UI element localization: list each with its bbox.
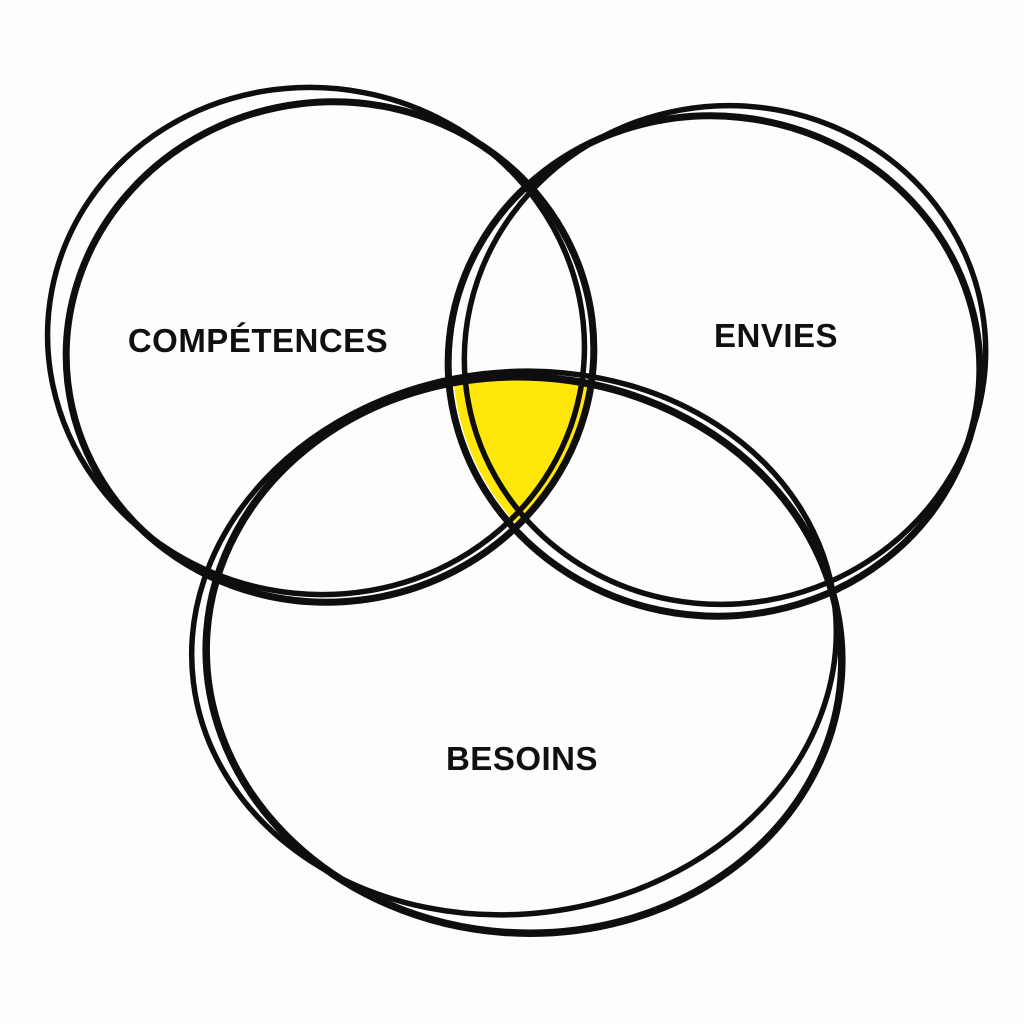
circle-besoins xyxy=(188,368,846,937)
circle-envies xyxy=(444,102,989,620)
circle-competences xyxy=(44,84,598,606)
label-besoins: BESOINS xyxy=(445,740,599,777)
label-envies: ENVIES xyxy=(713,317,839,354)
label-competences: COMPÉTENCES xyxy=(127,322,389,359)
